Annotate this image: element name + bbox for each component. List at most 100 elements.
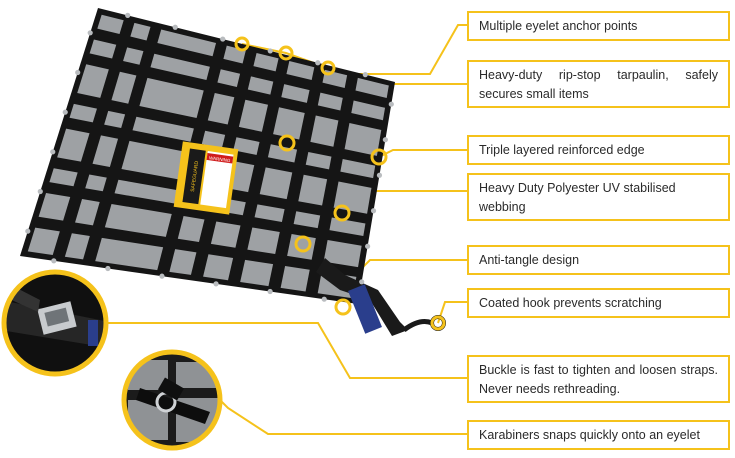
net-panel xyxy=(123,47,144,65)
net-panel xyxy=(121,140,188,180)
net-panel xyxy=(217,69,241,87)
eyelet xyxy=(321,296,327,302)
marker-webbing xyxy=(333,204,351,222)
eyelet xyxy=(376,172,383,178)
net-panel xyxy=(69,103,97,123)
net-panel xyxy=(114,179,178,204)
eyelet xyxy=(388,101,394,107)
net-panel xyxy=(247,76,274,95)
callout-hook: Coated hook prevents scratching xyxy=(467,288,730,318)
marker-antitangle xyxy=(294,235,312,253)
net-panel xyxy=(247,227,280,255)
net-panel xyxy=(92,135,119,167)
net-panel xyxy=(139,77,204,119)
net-panel xyxy=(111,71,137,104)
callout-eyelet-text: Multiple eyelet anchor points xyxy=(479,19,638,33)
callout-antitangle: Anti-tangle design xyxy=(467,245,730,275)
marker-tarpaulin xyxy=(278,134,296,152)
eyelet xyxy=(172,24,178,30)
connector-eyelet-lead xyxy=(327,24,467,75)
net-panel xyxy=(240,259,274,287)
net-panel xyxy=(254,204,285,222)
label-warning: WARNING xyxy=(209,155,232,163)
net-panel xyxy=(97,14,124,34)
warning-label: WARNING SAFEGUARD xyxy=(173,141,239,215)
eyelet xyxy=(220,36,226,42)
eyelet xyxy=(267,288,273,295)
net-panel xyxy=(75,199,100,226)
net-panel xyxy=(207,92,235,125)
net-panel xyxy=(89,39,117,59)
net-panel xyxy=(132,116,194,142)
label-brand: SAFEGUARD xyxy=(190,160,200,192)
eyelet xyxy=(382,137,388,143)
net-panel xyxy=(27,227,60,256)
net-panel xyxy=(329,217,366,236)
callout-webbing: Heavy Duty Polyester UV stabilised webbi… xyxy=(467,173,730,221)
eyelet xyxy=(213,281,219,287)
net-panel xyxy=(49,168,78,187)
net-panel xyxy=(286,61,315,81)
karabiner-closeup xyxy=(121,349,223,451)
callout-webbing-text: Heavy Duty Polyester UV stabilised webbi… xyxy=(479,181,676,214)
marker-eyelet-2 xyxy=(278,45,294,61)
net-panel xyxy=(293,211,321,229)
marker-edge xyxy=(370,148,388,166)
eyelet xyxy=(50,149,56,155)
eyelet xyxy=(365,243,371,249)
net-panel xyxy=(201,130,226,149)
callout-buckle: Buckle is fast to tighten and loosen str… xyxy=(467,355,730,403)
net-panel xyxy=(340,158,376,179)
net-panel xyxy=(57,128,90,162)
callout-eyelet: Multiple eyelet anchor points xyxy=(467,11,730,41)
eyelet xyxy=(51,258,57,264)
callout-tarpaulin: Heavy-duty rip-stop tarpaulin, safely se… xyxy=(467,60,730,108)
net-panel xyxy=(38,193,71,221)
callout-antitangle-text: Anti-tangle design xyxy=(479,253,580,267)
callout-buckle-text: Buckle is fast to tighten and loosen str… xyxy=(479,363,718,396)
connector-buckle xyxy=(105,322,467,379)
net-panel xyxy=(253,52,279,72)
eyelet xyxy=(25,228,31,234)
connector-karabiner xyxy=(219,399,467,435)
net-panel xyxy=(317,92,343,111)
callout-markers xyxy=(234,36,446,331)
marker-eyelet-3 xyxy=(320,60,336,76)
net-panel xyxy=(351,100,386,121)
net-panel xyxy=(259,167,293,200)
net-panel xyxy=(104,203,172,237)
eyelet xyxy=(87,30,93,36)
marker-hook-strap xyxy=(334,298,352,316)
net-panel xyxy=(323,240,362,268)
net-panel xyxy=(298,174,328,206)
net-panel xyxy=(95,237,164,271)
net-panel xyxy=(280,265,310,292)
net-panel xyxy=(344,122,382,156)
net-panel xyxy=(77,64,109,98)
eyelet xyxy=(267,48,273,54)
net-panel xyxy=(157,29,217,57)
net-panel xyxy=(310,115,339,147)
net-panel xyxy=(203,254,234,281)
callout-edge: Triple layered reinforced edge xyxy=(467,135,730,165)
eyelet xyxy=(75,69,81,76)
eyelet xyxy=(362,72,368,78)
eyelet xyxy=(315,60,321,66)
callout-edge-text: Triple layered reinforced edge xyxy=(479,143,645,157)
eyelet xyxy=(359,279,365,285)
callout-karabiner: Karabiners snaps quickly onto an eyelet xyxy=(467,420,730,450)
net-panel xyxy=(210,221,241,248)
eyelet xyxy=(105,265,111,272)
connector-edge xyxy=(378,149,467,158)
net-panel xyxy=(169,249,197,275)
net-panel xyxy=(150,53,210,81)
net-panel xyxy=(238,99,269,132)
net-panel xyxy=(85,174,107,192)
callout-hook-text: Coated hook prevents scratching xyxy=(479,296,662,310)
marker-eyelet-1 xyxy=(234,36,250,52)
buckle-closeup xyxy=(1,269,109,377)
net-panel xyxy=(273,107,305,140)
net-panel xyxy=(130,22,151,41)
